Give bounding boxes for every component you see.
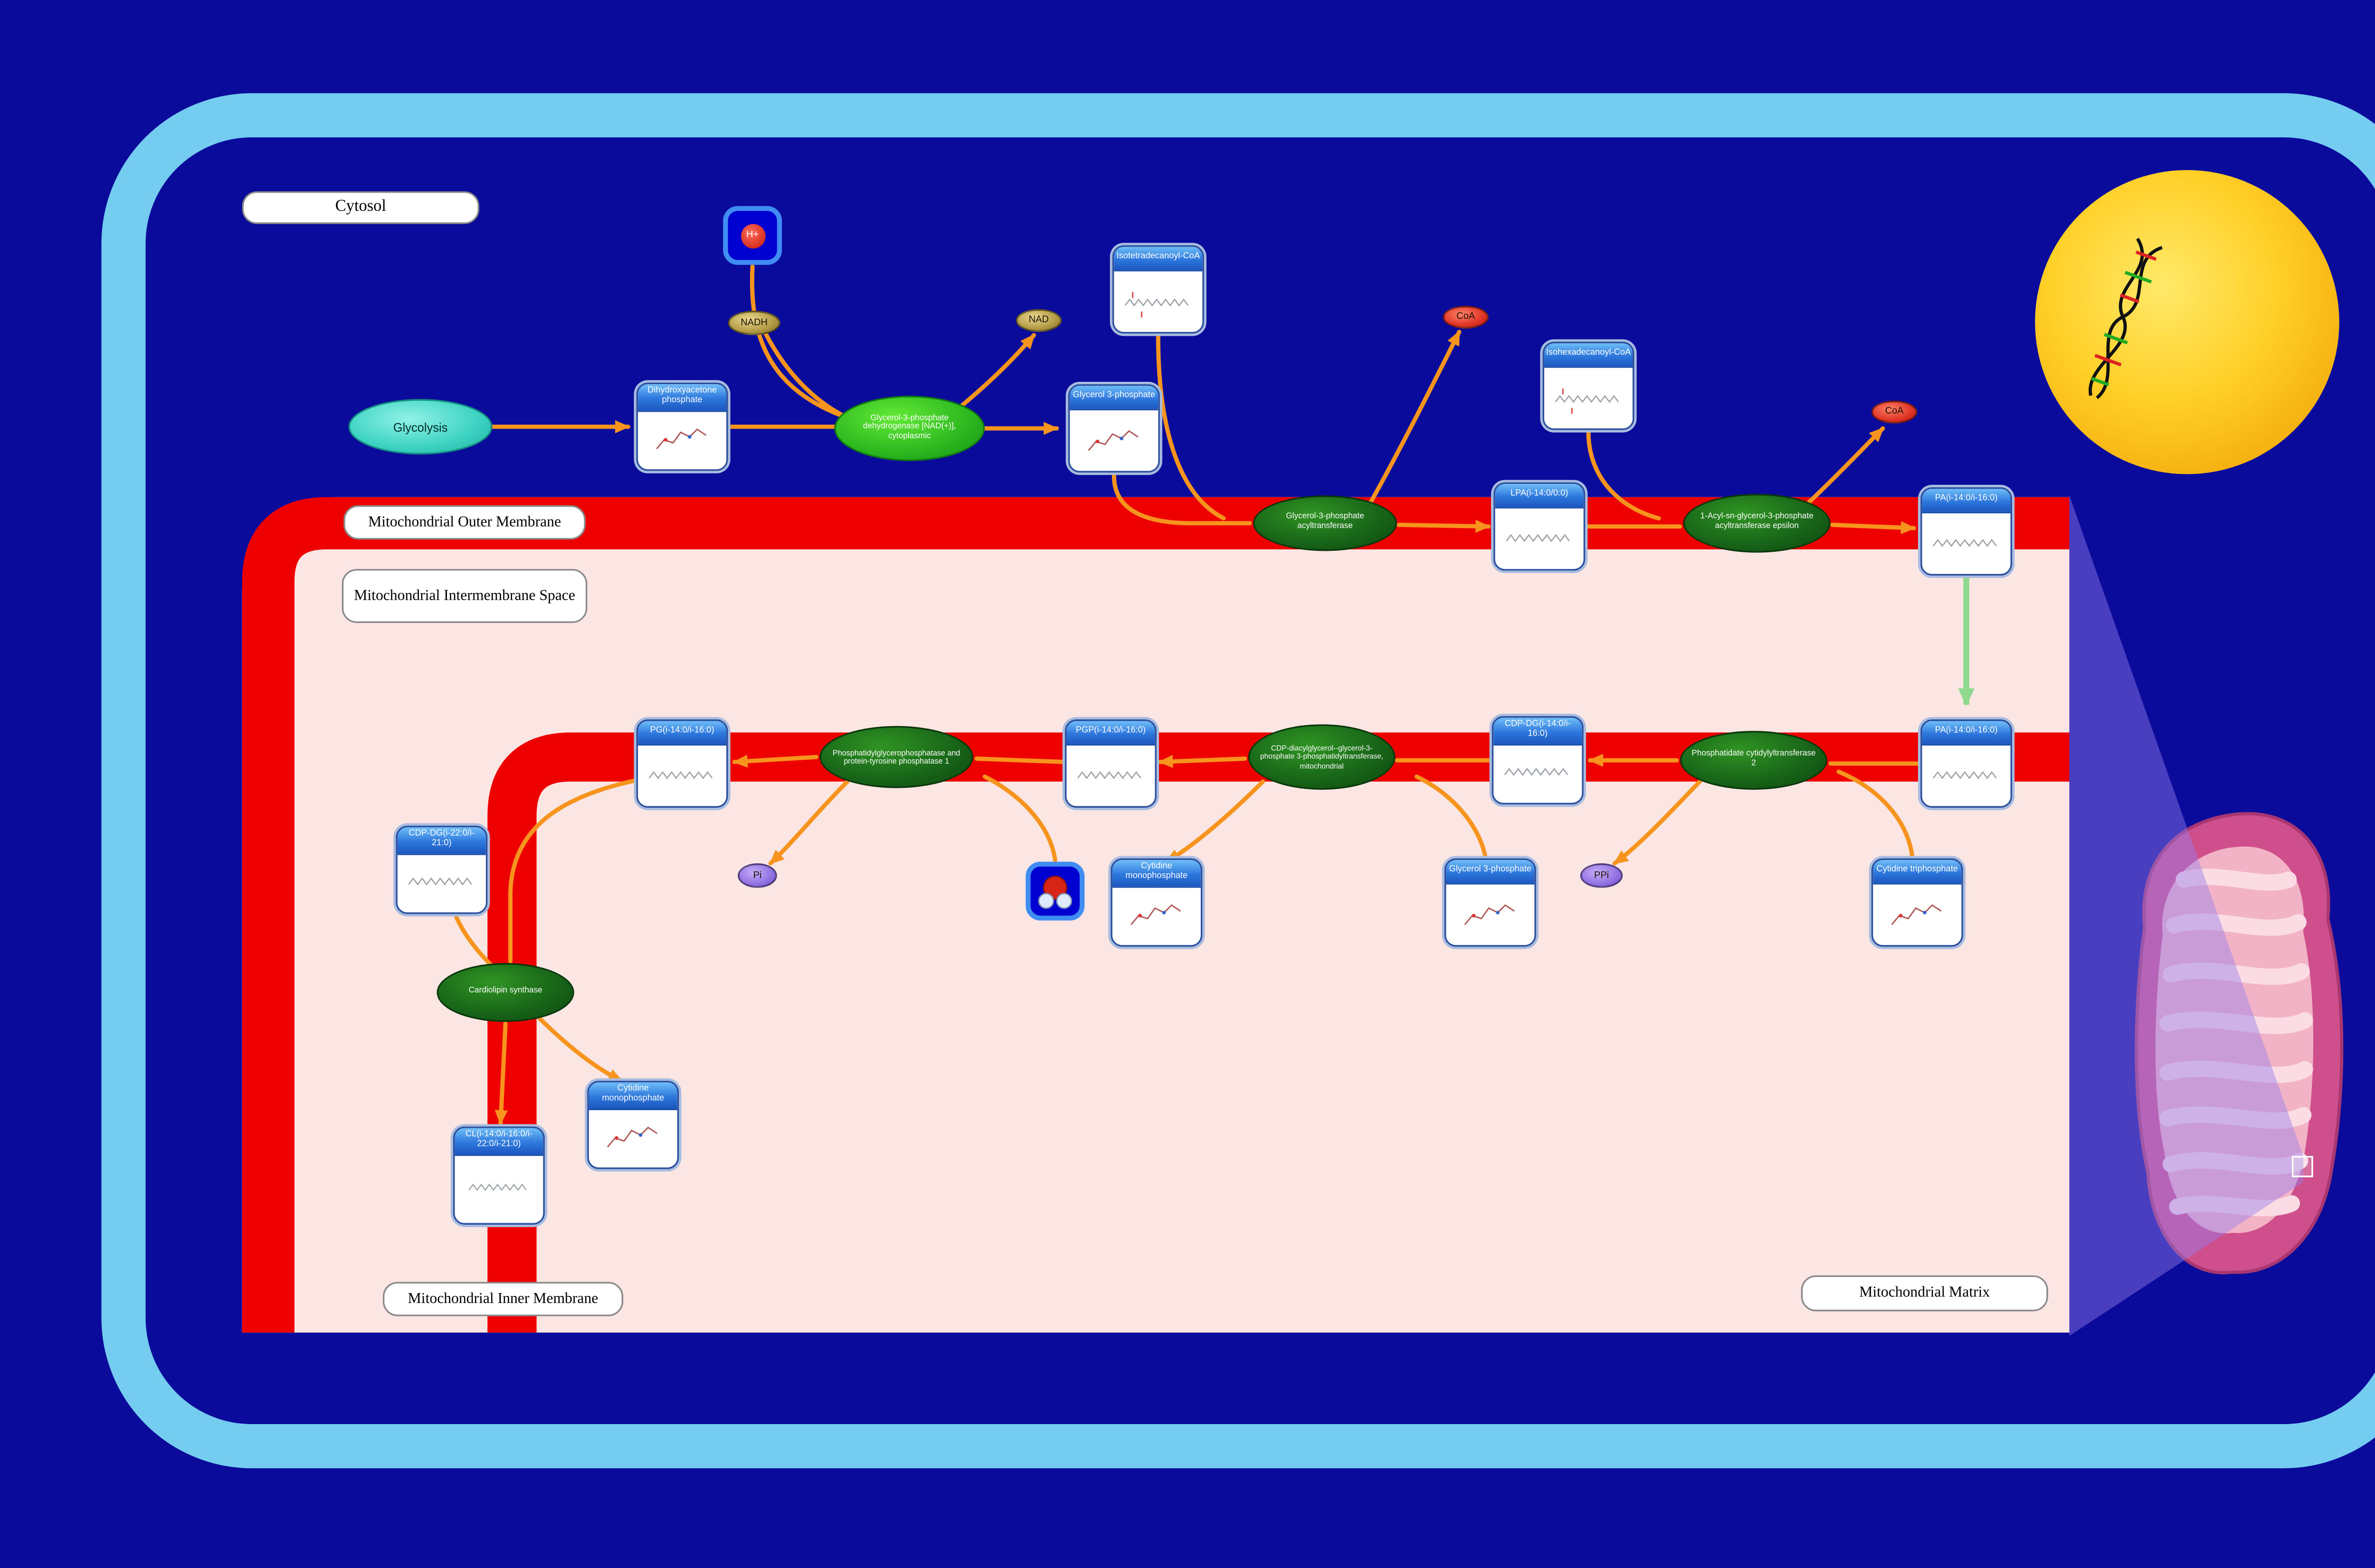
metabolite-cdp-dg-1[interactable]: CDP-DG(i-14:0/i-16:0): [1492, 716, 1584, 805]
metabolite-label: PG(i-14:0/i-16:0): [638, 721, 727, 746]
matrix-label: Mitochondrial Matrix: [1801, 1275, 2048, 1312]
water-molecule-graphic: [1038, 876, 1073, 909]
structure-image: [1544, 368, 1633, 429]
inner-membrane-label: Mitochondrial Inner Membrane: [382, 1282, 624, 1316]
metabolite-dhap[interactable]: Dihydroxyacetone phosphate: [636, 382, 728, 471]
structure-image: [397, 855, 486, 913]
enzyme-cls1[interactable]: Cardiolipin synthase: [437, 963, 574, 1022]
metabolite-pg[interactable]: PG(i-14:0/i-16:0): [636, 719, 728, 808]
metabolite-label: PA(i-14:0/i-16:0): [1922, 489, 2011, 514]
metabolite-isotetradecanoyl-coa[interactable]: Isotetradecanoyl-CoA: [1112, 245, 1204, 334]
structure-image: [1922, 513, 2011, 574]
enzyme-ptpmt1[interactable]: Phosphatidylglycerophosphatase and prote…: [819, 726, 974, 788]
outer-membrane-label: Mitochondrial Outer Membrane: [343, 505, 586, 540]
structure-image: [1495, 508, 1584, 569]
metabolite-cdp-dg-2[interactable]: CDP-DG(i-22:0/i-21:0): [396, 825, 488, 914]
metabolite-pa-inner[interactable]: PA(i-14:0/i-16:0): [1920, 719, 2012, 808]
metabolite-label: Cytidine monophosphate: [589, 1082, 677, 1110]
structure-image: [1873, 884, 1962, 945]
metabolite-label: LPA(i-14:0/0:0): [1495, 484, 1584, 509]
metabolite-label: Isohexadecanoyl-CoA: [1544, 343, 1633, 368]
structure-image: [1493, 745, 1582, 803]
enzyme-label: Cardiolipin synthase: [468, 986, 542, 996]
metabolite-label: Glycerol 3-phosphate: [1446, 860, 1535, 885]
water-molecule-icon[interactable]: [1026, 861, 1085, 921]
metabolite-label: PA(i-14:0/i-16:0): [1922, 721, 2011, 746]
intermembrane-space-label: Mitochondrial Intermembrane Space: [342, 569, 588, 623]
structure-image: [455, 1155, 543, 1223]
metabolite-label: CDP-DG(i-14:0/i-16:0): [1493, 718, 1582, 746]
enzyme-label: Glycerol-3-phosphate dehydrogenase [NAD(…: [863, 413, 956, 441]
enzyme-label: Glycerol-3-phosphate acyltransferase: [1286, 512, 1364, 532]
metabolite-label: CDP-DG(i-22:0/i-21:0): [397, 827, 486, 855]
metabolite-ctp[interactable]: Cytidine triphosphate: [1871, 858, 1963, 947]
metabolite-cl[interactable]: CL(i-14:0/i-16:0/i-22:0/i-21:0): [453, 1126, 545, 1225]
zoom-target-square: [2291, 1156, 2313, 1178]
outer-membrane-band: [242, 497, 2070, 1333]
nucleus: [2035, 170, 2339, 474]
metabolite-label: Cytidine triphosphate: [1873, 860, 1962, 885]
structure-image: [638, 746, 727, 806]
enzyme-agpat[interactable]: 1-Acyl-sn-glycerol-3-phosphate acyltrans…: [1683, 493, 1831, 553]
enzyme-label: Phosphatidate cytidylyltransferase 2: [1691, 749, 1816, 769]
cofactor-ppi[interactable]: PPi: [1580, 863, 1623, 888]
proton-icon[interactable]: H+: [723, 206, 782, 265]
structure-image: [1922, 746, 2011, 806]
enzyme-cds2[interactable]: Phosphatidate cytidylyltransferase 2: [1680, 731, 1827, 790]
structure-image: [1066, 746, 1155, 806]
metabolite-g3p-top[interactable]: Glycerol 3-phosphate: [1068, 384, 1160, 473]
structure-image: [589, 1110, 677, 1168]
metabolite-lpa[interactable]: LPA(i-14:0/0:0): [1493, 482, 1586, 571]
metabolite-pa-outer[interactable]: PA(i-14:0/i-16:0): [1920, 487, 2012, 576]
cofactor-nad[interactable]: NAD: [1016, 309, 1062, 332]
cofactor-nadh[interactable]: NADH: [728, 311, 780, 335]
enzyme-gpat[interactable]: Glycerol-3-phosphate acyltransferase: [1253, 495, 1397, 551]
cofactor-coa-2[interactable]: CoA: [1871, 400, 1918, 424]
enzyme-pgs1[interactable]: CDP-diacylglycerol--glycerol-3-phosphate…: [1248, 724, 1396, 790]
metabolite-label: Isotetradecanoyl-CoA: [1114, 246, 1203, 272]
enzyme-gpd1[interactable]: Glycerol-3-phosphate dehydrogenase [NAD(…: [834, 396, 985, 461]
metabolite-cmp-lower[interactable]: Cytidine monophosphate: [587, 1080, 679, 1169]
cofactor-coa-1[interactable]: CoA: [1443, 305, 1489, 329]
zoom-beam: [2069, 495, 2304, 1336]
metabolite-label: Glycerol 3-phosphate: [1070, 386, 1159, 411]
enzyme-label: CDP-diacylglycerol--glycerol-3-phosphate…: [1260, 745, 1384, 770]
mitochondrion-illustration: [2135, 812, 2344, 1275]
dna-helix-icon: [2089, 237, 2163, 399]
metabolite-cmp-mid[interactable]: Cytidine monophosphate: [1111, 858, 1203, 947]
metabolite-g3p-matrix[interactable]: Glycerol 3-phosphate: [1444, 858, 1536, 947]
metabolite-label: CL(i-14:0/i-16:0/i-22:0/i-21:0): [455, 1128, 543, 1156]
structure-image: [1112, 888, 1201, 945]
structure-image: [1114, 271, 1203, 332]
metabolite-label: Cytidine monophosphate: [1112, 860, 1201, 888]
cytosol-label: Cytosol: [242, 191, 480, 224]
structure-image: [1446, 884, 1535, 945]
structure-image: [638, 412, 727, 470]
metabolite-isohexadecanoyl-coa[interactable]: Isohexadecanoyl-CoA: [1542, 341, 1634, 430]
metabolite-label: PGP(i-14:0/i-16:0): [1066, 721, 1155, 746]
inner-membrane-band: [487, 732, 2070, 1333]
pathway-glycolysis[interactable]: Glycolysis: [348, 399, 493, 455]
cofactor-pi[interactable]: Pi: [738, 863, 777, 888]
metabolite-pgp[interactable]: PGP(i-14:0/i-16:0): [1064, 719, 1157, 808]
enzyme-label: Phosphatidylglycerophosphatase and prote…: [833, 748, 960, 765]
metabolite-label: Dihydroxyacetone phosphate: [638, 384, 727, 412]
pathway-label: Glycolysis: [393, 419, 448, 435]
structure-image: [1070, 410, 1159, 471]
enzyme-label: 1-Acyl-sn-glycerol-3-phosphate acyltrans…: [1700, 512, 1814, 532]
h-plus-circle: H+: [740, 223, 765, 248]
